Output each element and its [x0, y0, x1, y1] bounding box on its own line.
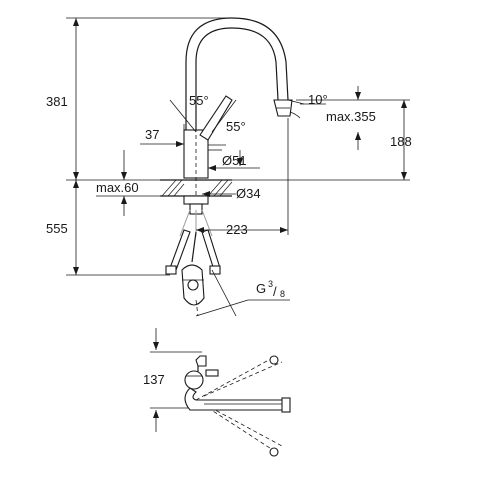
dim-height-total: 381: [46, 94, 68, 109]
dim-spout-reach: max.355: [326, 109, 376, 124]
top-swivel-upper-outer: [203, 361, 283, 397]
faucet-top-view: 137: [143, 328, 291, 457]
faucet-side-view: [169, 17, 293, 232]
spout-angle-line: [287, 99, 305, 105]
top-spout: [184, 387, 287, 411]
top-spout-head: [281, 397, 291, 413]
thread-leader: [195, 299, 249, 317]
top-lever-tip: [195, 355, 207, 367]
dim-body-diameter: Ø51: [222, 153, 247, 168]
top-swivel-lower-outer: [203, 403, 283, 447]
spout-outer-contour: [185, 17, 289, 148]
countertop-hatching: [161, 179, 233, 197]
dim-deck-thickness: max.60: [96, 180, 139, 195]
dim-hole-diameter: Ø34: [236, 186, 261, 201]
lever-range-left: [169, 99, 197, 133]
hose-weight-center: [187, 279, 199, 291]
top-swivel-upper-end: [269, 355, 279, 365]
dim-body-offset: 37: [145, 127, 159, 142]
dim-thread-denominator: 8: [280, 289, 285, 299]
dim-below-deck: 555: [46, 221, 68, 236]
hose-left-fitting: [165, 265, 177, 275]
spout-angle-arc: [289, 111, 301, 119]
mounting-nut: [183, 195, 209, 205]
top-swivel-lower-end: [269, 447, 279, 457]
dim-top-view: 137: [143, 372, 165, 387]
dim-hose-reach: 223: [226, 222, 248, 237]
hose-right: [201, 229, 221, 271]
hose-right-fitting: [209, 265, 221, 275]
dim-angle-left: 55°: [189, 93, 209, 108]
dim-angle-right: 55°: [226, 119, 246, 134]
dim-spout-height: 188: [390, 134, 412, 149]
lever-handle: [199, 95, 233, 141]
spout-inner-contour: [195, 27, 279, 148]
top-swivel-upper: [195, 355, 277, 401]
top-lever-knob: [205, 369, 219, 377]
lever-range-right: [211, 99, 237, 133]
pullout-hose: [191, 231, 197, 263]
hose-tail-line: [195, 299, 199, 317]
dim-thread-slash: /: [273, 284, 277, 299]
thread-extension: [211, 269, 237, 317]
dimension-lines: [66, 17, 410, 317]
dim-thread-letter: G: [256, 281, 266, 296]
top-body-circle: [184, 370, 204, 390]
dim-angle-spout: 10°: [308, 92, 328, 107]
supply-hoses: [165, 209, 221, 317]
dim-thread-numerator: 3: [268, 279, 273, 289]
